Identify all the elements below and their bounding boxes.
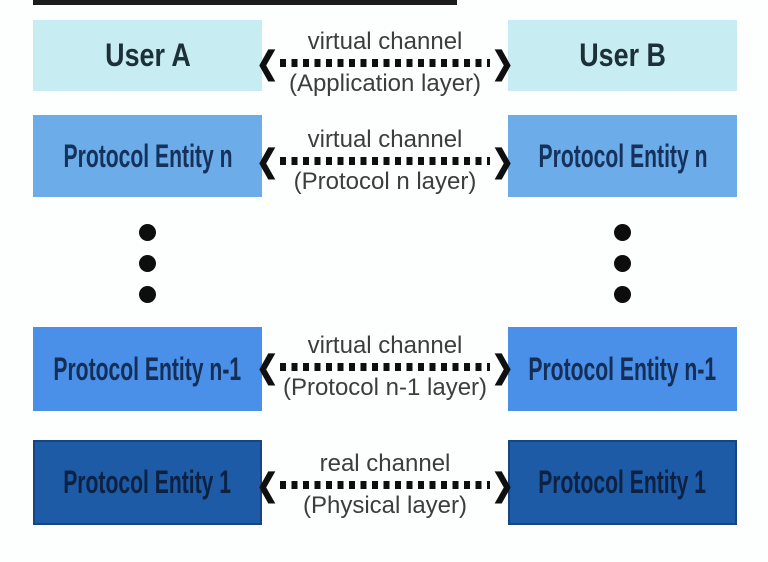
ellipsis-dot <box>614 286 631 303</box>
channel-layer: (Protocol n-1 layer) <box>282 374 488 401</box>
ellipsis-dot <box>139 255 156 272</box>
channel-protocol-n: virtual channel ❮ ❯ (Protocol n layer) <box>256 120 514 202</box>
protocol-entity-n-left-label: Protocol Entity n <box>63 137 232 174</box>
protocol-entity-n-1-right-box: Protocol Entity n-1 <box>508 327 737 411</box>
user-b-box: User B <box>508 20 737 91</box>
arrow-left-head-icon: ❮ <box>256 143 279 179</box>
protocol-entity-1-left-box: Protocol Entity 1 <box>33 440 262 525</box>
ellipsis-dot <box>139 224 156 241</box>
user-a-box: User A <box>33 20 262 91</box>
arrow-right-head-icon: ❯ <box>491 349 514 385</box>
arrow-left-head-icon: ❮ <box>256 45 279 80</box>
protocol-entity-n-left-box: Protocol Entity n <box>33 115 262 197</box>
hidden-layers-ellipsis <box>0 224 768 304</box>
channel-protocol-n-1: virtual channel ❮ ❯ (Protocol n-1 layer) <box>256 325 514 409</box>
dotted-line <box>279 480 491 489</box>
channel-layer: (Application layer) <box>288 69 482 97</box>
protocol-entity-n-right-box: Protocol Entity n <box>508 115 737 197</box>
arrow-left-head-icon: ❮ <box>256 467 279 502</box>
user-b-label: User B <box>579 37 666 73</box>
protocol-entity-n-1-right-label: Protocol Entity n-1 <box>528 350 717 387</box>
layer-row-protocol-n-1: Protocol Entity n-1 virtual channel ❮ ❯ … <box>0 327 768 411</box>
arrow-right-head-icon: ❯ <box>491 143 514 179</box>
dotted-line <box>279 363 491 371</box>
layer-row-application: User A virtual channel ❮ ❯ (Application … <box>0 20 768 96</box>
ellipsis-dot <box>139 286 156 303</box>
channel-application: virtual channel ❮ ❯ (Application layer) <box>256 27 514 98</box>
protocol-entity-n-1-left-label: Protocol Entity n-1 <box>53 350 242 387</box>
protocol-entity-n-1-left-box: Protocol Entity n-1 <box>33 327 262 411</box>
protocol-entity-1-right-label: Protocol Entity 1 <box>538 463 707 501</box>
dotted-line <box>279 157 491 165</box>
protocol-entity-1-right-box: Protocol Entity 1 <box>508 440 737 525</box>
arrow-right-head-icon: ❯ <box>491 45 514 80</box>
dotted-double-arrow: ❮ ❯ <box>256 469 514 500</box>
top-border-fragment <box>33 0 457 5</box>
channel-physical: real channel ❮ ❯ (Physical layer) <box>256 442 514 527</box>
protocol-entity-n-right-label: Protocol Entity n <box>538 137 707 174</box>
dotted-double-arrow: ❮ ❯ <box>256 47 514 78</box>
channel-name: real channel <box>319 449 451 477</box>
channel-name: virtual channel <box>307 332 463 359</box>
channel-name: virtual channel <box>307 126 463 153</box>
dotted-double-arrow: ❮ ❯ <box>256 351 514 382</box>
dotted-line <box>279 58 491 67</box>
user-a-label: User A <box>104 37 191 73</box>
arrow-left-head-icon: ❮ <box>256 349 279 385</box>
layer-row-physical: Protocol Entity 1 real channel ❮ ❯ (Phys… <box>0 440 768 525</box>
ellipsis-dot <box>614 224 631 241</box>
ellipsis-right <box>614 224 631 303</box>
arrow-right-head-icon: ❯ <box>491 467 514 502</box>
ellipsis-left <box>139 224 156 303</box>
ellipsis-dot <box>614 255 631 272</box>
layer-row-protocol-n: Protocol Entity n virtual channel ❮ ❯ (P… <box>0 115 768 197</box>
dotted-double-arrow: ❮ ❯ <box>256 145 514 176</box>
channel-layer: (Protocol n layer) <box>293 168 477 195</box>
channel-name: virtual channel <box>307 27 463 55</box>
protocol-entity-1-left-label: Protocol Entity 1 <box>63 463 232 501</box>
channel-layer: (Physical layer) <box>302 491 468 519</box>
